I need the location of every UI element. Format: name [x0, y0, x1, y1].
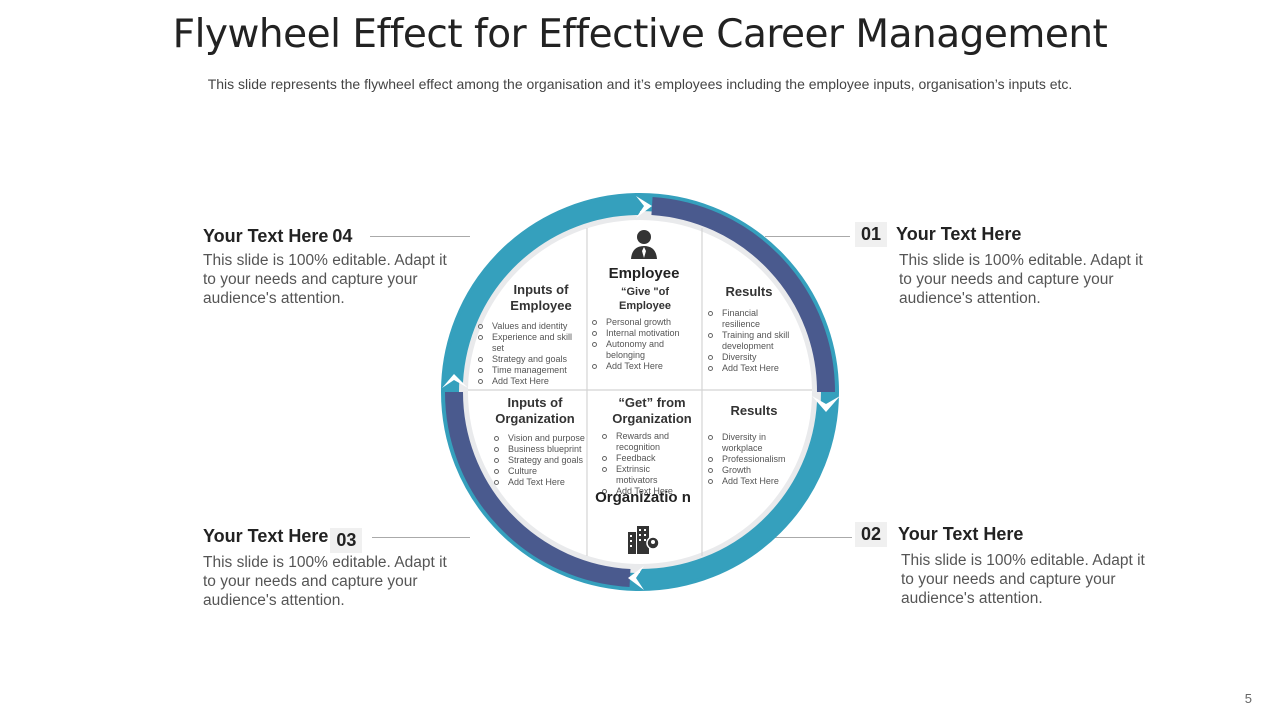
callout-heading: Your Text Here — [203, 526, 329, 546]
list-item: Diversity in workplace — [706, 432, 800, 454]
callout-body: This slide is 100% editable. Adapt it to… — [203, 554, 447, 609]
list-item: Autonomy and belonging — [590, 339, 686, 361]
leader-line — [765, 236, 850, 237]
leader-line — [372, 537, 470, 538]
callout-heading: Your Text Here — [896, 224, 1022, 244]
cell-heading: Inputs of Employee — [510, 282, 572, 313]
inner-disc — [468, 220, 812, 564]
flywheel-diagram: Employee Inputs of Employee Values and i… — [440, 192, 840, 592]
arc-top-right — [651, 197, 836, 393]
callout-body: This slide is 100% editable. Adapt it to… — [901, 552, 1145, 607]
cell-heading: Results — [730, 403, 778, 418]
callout-body: This slide is 100% editable. Adapt it to… — [203, 252, 447, 307]
callout-heading: Your Text Here — [898, 524, 1024, 544]
callout-02: 02 Your Text Here This slide is 100% edi… — [855, 522, 1155, 608]
arrow-chevron — [628, 566, 644, 590]
cell-heading: “Get” from Organization — [612, 395, 692, 426]
list-item: Experience and skill set — [476, 332, 586, 354]
cell-heading: “Give "of Employee — [619, 286, 671, 312]
list-item: Rewards and recognition — [600, 431, 690, 453]
leader-line — [772, 537, 852, 538]
arc-bottom-right — [639, 401, 835, 588]
list-item: Add Text Here — [706, 363, 796, 374]
page-number: 5 — [1244, 691, 1252, 706]
arc-top-left — [445, 196, 641, 383]
cell-inputs-of-organization: Inputs of Organization Vision and purpos… — [490, 395, 600, 488]
list-item: Personal growth — [590, 317, 686, 328]
callout-heading: Your Text Here — [203, 226, 329, 246]
callout-number: 04 — [328, 226, 353, 247]
list-item: Growth — [706, 465, 800, 476]
list-item: Business blueprint — [492, 444, 600, 455]
leader-line — [370, 236, 470, 237]
employee-label: Employee — [608, 265, 680, 282]
list-item: Financial resilience — [706, 308, 796, 330]
list-item: Professionalism — [706, 454, 800, 465]
employee-icon — [631, 230, 657, 259]
list-item: Strategy and goals — [476, 354, 586, 365]
callout-01: 01 Your Text Here This slide is 100% edi… — [855, 222, 1155, 308]
list-item: Vision and purpose — [492, 433, 600, 444]
list-item: Internal motivation — [590, 328, 686, 339]
arrow-chevron — [636, 196, 652, 218]
list-item: Add Text Here — [492, 477, 600, 488]
list-item: Time management — [476, 365, 586, 376]
list-item: Extrinsic motivators — [600, 464, 690, 486]
arc-bottom-left — [444, 391, 631, 587]
arrow-chevron — [812, 396, 840, 412]
list-item: Culture — [492, 466, 600, 477]
cell-get-from-organization: “Get” from Organization Rewards and reco… — [600, 395, 704, 497]
list-item: Add Text Here — [590, 361, 686, 372]
list-item: Training and skill development — [706, 330, 796, 352]
cell-heading: Results — [725, 284, 773, 299]
callout-body: This slide is 100% editable. Adapt it to… — [899, 252, 1143, 307]
callout-number: 01 — [855, 222, 888, 247]
list-item: Add Text Here — [600, 486, 690, 497]
organization-building-icon — [628, 526, 660, 554]
slide-title: Flywheel Effect for Effective Career Man… — [172, 12, 1108, 57]
callout-number: 02 — [855, 522, 888, 547]
flywheel-ring — [441, 193, 840, 591]
list-item: Values and identity — [476, 321, 586, 332]
list-item: Add Text Here — [476, 376, 586, 387]
list-item: Diversity — [706, 352, 796, 363]
arrow-chevron — [442, 374, 468, 388]
list-item: Strategy and goals — [492, 455, 600, 466]
list-item: Add Text Here — [706, 476, 800, 487]
organization-label: Organizatio n — [595, 489, 691, 506]
cell-heading: Inputs of Organization — [495, 395, 575, 426]
list-item: Feedback — [600, 453, 690, 464]
callout-number: 03 — [330, 528, 363, 553]
slide-subtitle: This slide represents the flywheel effec… — [207, 76, 1073, 92]
